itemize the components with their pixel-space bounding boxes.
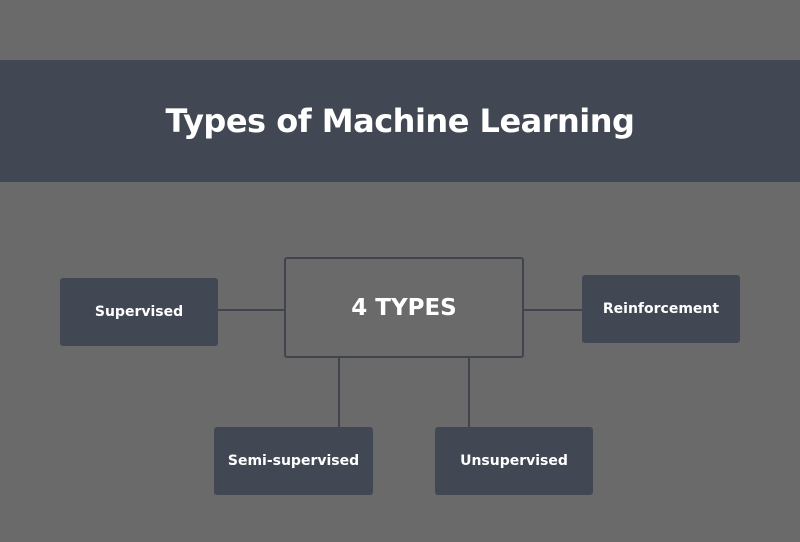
node-supervised-label: Supervised — [94, 304, 184, 320]
node-unsupervised-label: Unsupervised — [460, 453, 568, 469]
node-unsupervised: Unsupervised — [435, 427, 593, 495]
node-semi-supervised: Semi-supervised — [214, 427, 373, 495]
page-title: Types of Machine Learning — [165, 102, 635, 140]
node-reinforcement: Reinforcement — [582, 275, 740, 343]
node-semi-supervised-label: Semi-supervised — [227, 453, 360, 469]
center-node: 4 TYPES — [284, 257, 524, 358]
node-reinforcement-label: Reinforcement — [602, 301, 720, 317]
title-banner: Types of Machine Learning — [0, 60, 800, 182]
node-supervised: Supervised — [60, 278, 218, 346]
center-label: 4 TYPES — [351, 294, 457, 321]
